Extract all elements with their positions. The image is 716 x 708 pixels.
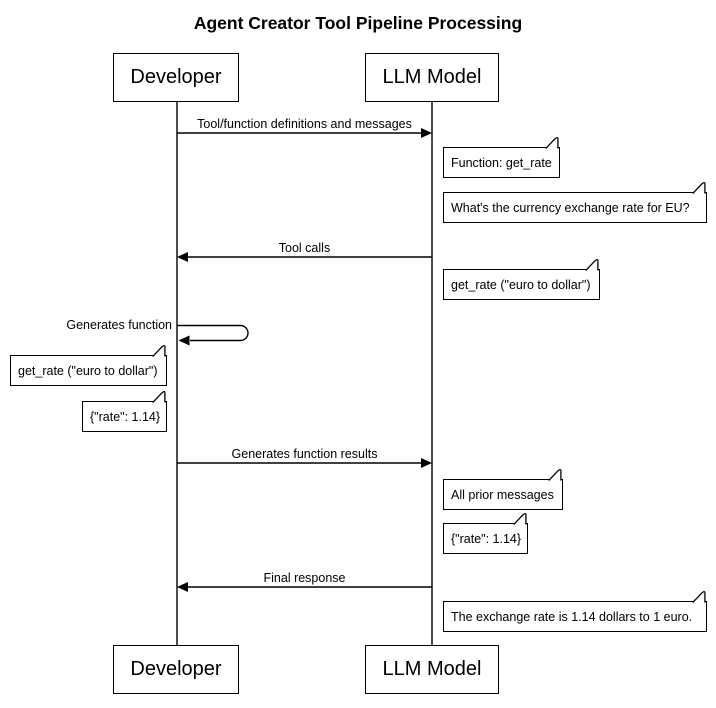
- note-fold-icon: [548, 469, 562, 482]
- note-user-question: What's the currency exchange rate for EU…: [443, 182, 707, 223]
- note-text: {"rate": 1.14}: [451, 531, 522, 546]
- arrowhead-left-icon: [177, 582, 188, 592]
- arrowhead-left-icon: [177, 252, 188, 262]
- note-local-function-result: {"rate": 1.14}: [82, 391, 167, 432]
- note-tool-call-args: get_rate ("euro to dollar"): [443, 259, 600, 300]
- note-local-function-call: get_rate ("euro to dollar"): [10, 345, 167, 386]
- note-fold-icon: [692, 591, 706, 604]
- note-fold-icon: [152, 345, 166, 358]
- arrowhead-right-icon: [421, 458, 432, 468]
- note-text: Function: get_rate: [451, 155, 552, 170]
- message-label-generates-function: Generates function: [66, 318, 172, 332]
- actor-llm-label: LLM Model: [382, 66, 482, 88]
- message-label-tool-definitions: Tool/function definitions and messages: [197, 117, 412, 131]
- note-text: get_rate ("euro to dollar"): [451, 277, 591, 292]
- actor-llm-label: LLM Model: [382, 658, 482, 680]
- diagram-title: Agent Creator Tool Pipeline Processing: [193, 13, 523, 33]
- note-text: What's the currency exchange rate for EU…: [451, 200, 690, 215]
- note-text: {"rate": 1.14}: [90, 409, 161, 424]
- note-final-answer: The exchange rate is 1.14 dollars to 1 e…: [443, 591, 707, 632]
- note-text: All prior messages: [451, 487, 554, 502]
- note-all-prior-messages: All prior messages: [443, 469, 563, 510]
- actor-llm-bottom: LLM Model: [365, 645, 499, 694]
- note-text: get_rate ("euro to dollar"): [18, 363, 158, 378]
- self-message-loop-generates-function: [177, 324, 249, 342]
- actor-developer-bottom: Developer: [113, 645, 239, 694]
- note-function-get-rate: Function: get_rate: [443, 137, 560, 178]
- message-label-generates-function-results: Generates function results: [231, 447, 378, 461]
- note-fold-icon: [692, 182, 706, 195]
- note-fold-icon: [545, 137, 559, 150]
- actor-developer-label: Developer: [130, 658, 222, 680]
- note-fold-icon: [585, 259, 599, 272]
- actor-llm-top: LLM Model: [365, 53, 499, 102]
- message-label-final-response: Final response: [263, 571, 346, 585]
- note-fold-icon: [152, 391, 166, 404]
- actor-developer-label: Developer: [130, 66, 222, 88]
- note-text: The exchange rate is 1.14 dollars to 1 e…: [451, 609, 693, 624]
- note-rate-result: {"rate": 1.14}: [443, 513, 528, 554]
- arrowhead-left-icon: [178, 335, 190, 346]
- message-label-tool-calls: Tool calls: [278, 241, 331, 255]
- arrowhead-right-icon: [421, 128, 432, 138]
- actor-developer-top: Developer: [113, 53, 239, 102]
- note-fold-icon: [513, 513, 527, 526]
